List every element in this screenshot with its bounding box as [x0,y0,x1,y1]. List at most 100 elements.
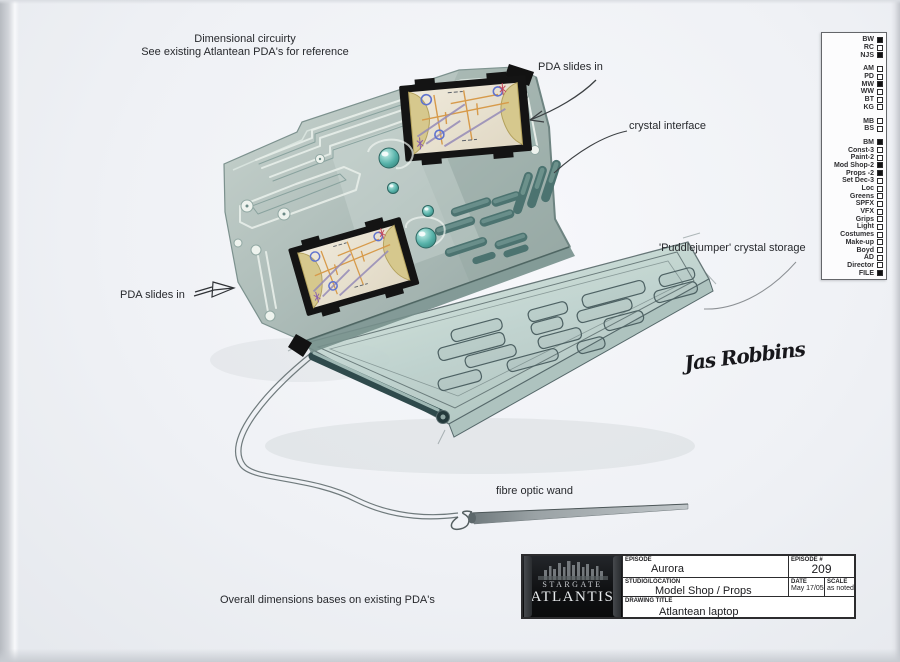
note-line2: See existing Atlantean PDA's for referen… [141,46,349,58]
note-line1: Dimensional circuirty [194,33,296,45]
wand-cord [235,351,473,531]
drawing-title-value: Atlantean laptop [659,606,739,617]
dist-item-light: Light [822,223,883,231]
stargate-atlantis-logo: STARGATE ATLANTIS [523,556,622,617]
distribution-item-label: Boyd [856,246,875,254]
dist-item-boyd: Boyd [822,246,883,254]
episode-number-label: EPISODE # [791,557,823,563]
episode-number-cell: EPISODE # 209 [788,556,854,577]
laptop-tray [287,232,717,445]
distribution-checkbox [877,154,883,161]
leader-puddlejumper [703,261,797,310]
episode-value: Aurora [651,563,685,575]
dist-item-am: AM [822,65,883,73]
label-pda-slides-in-top: PDA slides in [538,61,603,73]
distribution-item-label: Greens [849,192,874,200]
distribution-item-label: Props -2 [845,169,874,177]
dist-item-vfx: VFX [822,208,883,216]
dist-item-ww: WW [822,88,883,96]
distribution-checkbox [877,73,883,80]
logo-text-atlantis: ATLANTIS [530,589,615,605]
distribution-checkbox [877,247,883,254]
scale-value: as noted [827,585,854,592]
distribution-checkbox [877,118,883,125]
distribution-item-label: Mod Shop-2 [833,161,874,169]
distribution-checkbox [877,200,883,207]
distribution-checkbox [877,254,883,261]
annotation-arrows [193,79,797,310]
logo-text-stargate: STARGATE [542,580,603,589]
distribution-checkbox [877,125,883,132]
drawing-title-cell: DRAWING TITLE Atlantean laptop [622,596,854,617]
crystal-buttons [367,138,446,249]
leader-crystal-interface [553,130,628,174]
note-dimensional-circuitry: Dimensional circuirty See existing Atlan… [90,33,400,59]
label-puddlejumper-storage: 'Puddlejumper' crystal storage [659,242,806,254]
distribution-item-label: Paint-2 [850,154,874,162]
dist-item-bw: BW [822,36,883,44]
distribution-item-label: BW [862,36,874,44]
dist-item-bs: BS [822,125,883,133]
date-cell: DATE May 17/05 [788,577,824,596]
distribution-checkbox [877,177,883,184]
distribution-checklist: BW RC NJS AM PD MW [821,32,887,280]
distribution-item-label: PD [864,73,874,81]
dist-item-greens: Greens [822,192,883,200]
episode-cell: EPISODE Aurora [622,556,788,577]
episode-number-value: 209 [811,562,832,576]
distribution-checkbox [877,81,883,88]
dist-item-mod-shop-2: Mod Shop-2 [822,162,883,170]
episode-label: EPISODE [625,557,652,563]
atlantis-skyline [537,561,608,580]
date-value: May 17/05 [791,585,824,592]
distribution-checkbox [877,239,883,246]
paper-edge-left [0,0,19,662]
studio-value: Model Shop / Props [655,585,752,596]
distribution-checkbox [877,170,883,177]
dist-item-kg: KG [822,104,883,112]
distribution-checkbox [877,185,883,192]
distribution-checkbox [877,65,883,72]
title-block-fields: EPISODE Aurora EPISODE # 209 STUDIO/LOCA… [622,556,854,617]
dist-item-file: FILE [822,269,883,277]
distribution-checkbox [877,193,883,200]
distribution-checkbox [877,88,883,95]
distribution-checkbox [877,223,883,230]
arrow-pda-left [193,281,236,298]
paper-edge-right [891,0,900,662]
distribution-item-label: KG [863,103,875,111]
distribution-item-label: Light [856,223,874,231]
distribution-checkbox [877,139,883,146]
dist-item-njs: NJS [822,51,883,59]
distribution-item-label: VFX [860,208,874,216]
distribution-checkbox [877,270,883,277]
distribution-item-label: WW [860,88,874,96]
distribution-checkbox [877,262,883,269]
studio-cell: STUDIO/LOCATION Model Shop / Props [622,577,788,596]
distribution-item-label: BS [864,125,874,133]
dist-item-const-3: Const-3 [822,146,883,154]
label-fibre-optic-wand: fibre optic wand [496,485,574,497]
dist-item-props-2: Props -2 [822,169,883,177]
distribution-item-label: AM [863,65,874,73]
distribution-checkbox [877,216,883,223]
dist-item-mw: MW [822,80,883,88]
distribution-item-label: MW [861,80,874,88]
distribution-checkbox [877,231,883,238]
label-pda-slides-in-left: PDA slides in [120,289,185,301]
distribution-item-label: BT [864,96,874,104]
distribution-checkbox [877,44,883,51]
crystal-storage-slots [437,267,699,392]
distribution-checkbox [877,96,883,103]
logo-pillar-right [613,556,621,617]
distribution-item-label: SPFX [855,200,874,208]
distribution-item-label: NJS [860,51,874,59]
arrow-pda-top [529,79,597,123]
dist-item-spfx: SPFX [822,200,883,208]
dist-item-rc: RC [822,44,883,52]
date-label: DATE [791,579,807,585]
scale-cell: SCALE as noted [824,577,854,596]
distribution-item-label: Director [847,261,874,269]
distribution-item-label: Loc [861,185,874,193]
